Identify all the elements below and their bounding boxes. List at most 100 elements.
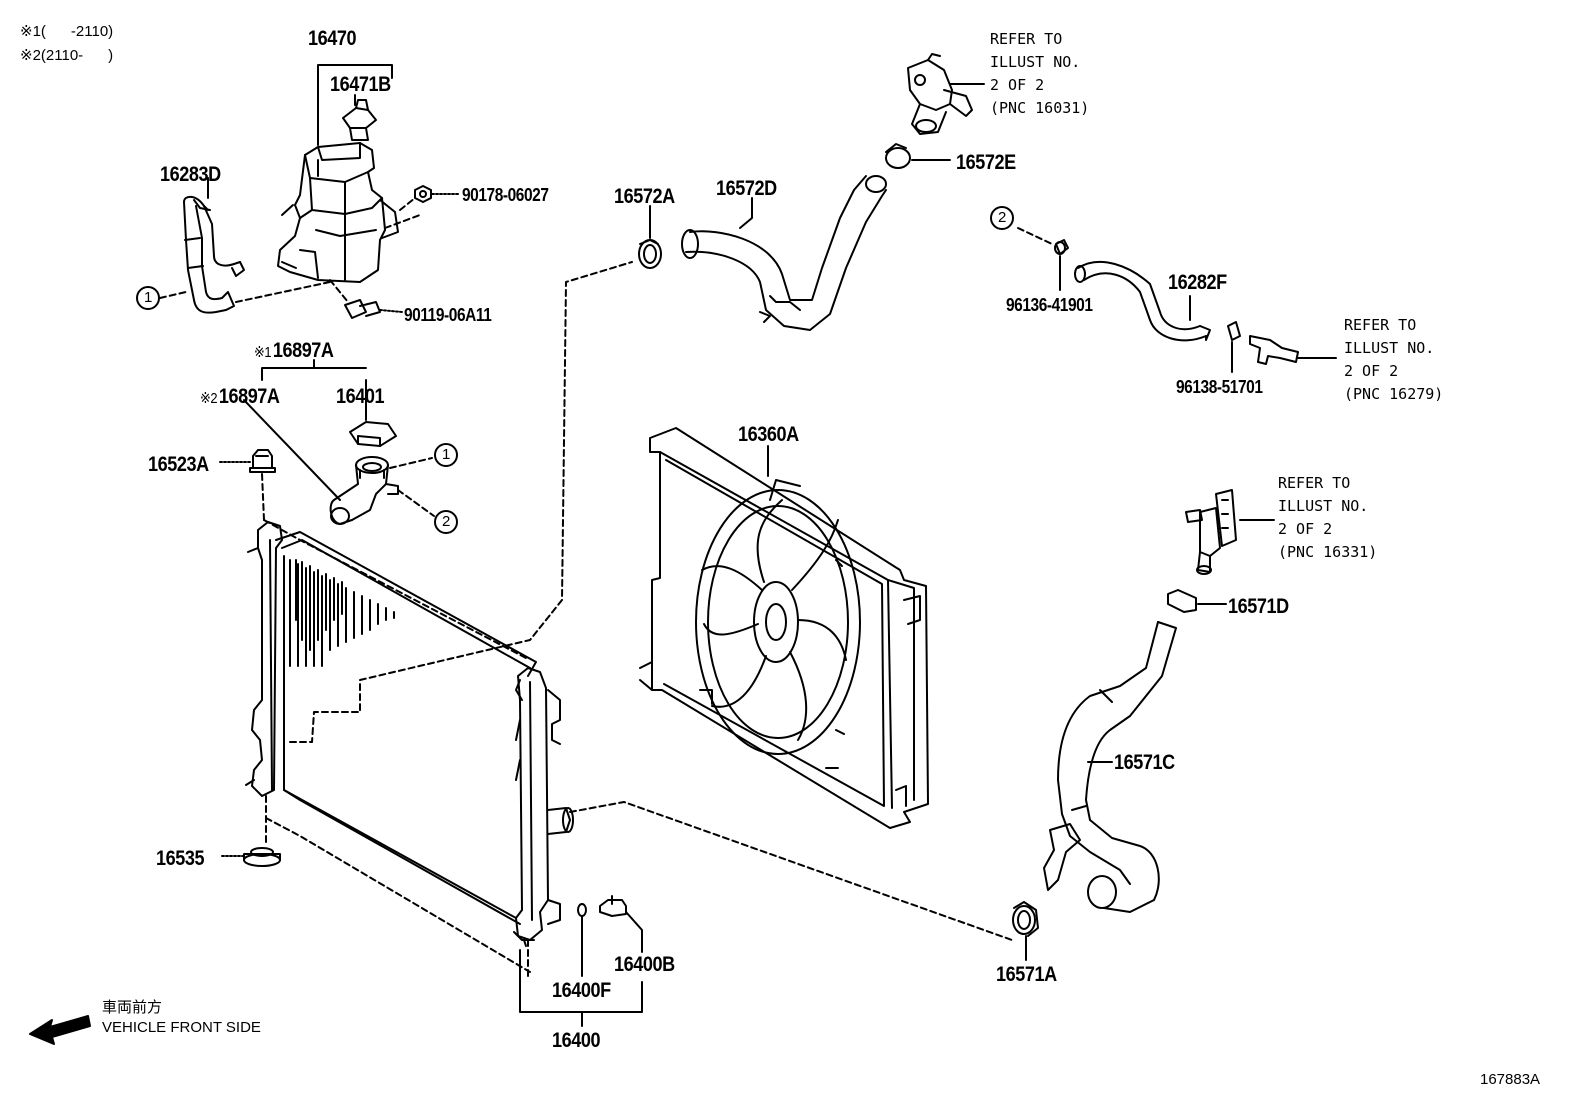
clamp-16571d-icon — [1167, 589, 1197, 613]
thermostat-housing-icon — [1185, 489, 1237, 575]
note-1-text: ( -2110) — [40, 23, 114, 40]
dash-c2-a — [1017, 227, 1053, 245]
plug-16523a-icon — [249, 449, 276, 473]
label-16283d[interactable]: 16283D — [160, 163, 221, 186]
label-16535[interactable]: 16535 — [156, 847, 205, 870]
label-96136-41901[interactable]: 96136-41901 — [1006, 295, 1093, 315]
upper-hose-icon — [681, 175, 887, 331]
drain-cock-16400b-icon — [599, 895, 627, 917]
label-90119-06a11[interactable]: 90119-06A11 — [404, 305, 492, 325]
note-1-mark: ※1 — [20, 23, 41, 40]
label-16471b[interactable]: 16471B — [330, 73, 391, 96]
refer-3-line4[interactable]: (PNC 16331) — [1278, 543, 1378, 561]
dash-90178 — [384, 197, 421, 229]
refer-note-pnc16279: REFER TO ILLUST NO. 2 OF 2 (PNC 16279) — [1344, 314, 1443, 406]
o-ring-16400f-icon — [577, 903, 587, 917]
refer-3-line3: 2 OF 2 — [1278, 520, 1333, 538]
note-1: ※1( -2110) — [20, 24, 113, 39]
clamp-16572e-icon — [885, 143, 911, 169]
ref-circle-1b — [434, 443, 458, 467]
label-16571c[interactable]: 16571C — [1114, 751, 1175, 774]
label-16897a-1-text: 16897A — [272, 339, 334, 362]
refer-2-line1: REFER TO — [1344, 316, 1417, 334]
water-inlet-icon — [907, 53, 973, 135]
note-2: ※2(2110- ) — [20, 48, 113, 63]
dash-c1-b — [389, 457, 433, 469]
label-16572e[interactable]: 16572E — [956, 151, 1016, 174]
ref-circle-2a — [990, 206, 1014, 230]
refer-1-line2: ILLUST NO. — [990, 53, 1081, 71]
filler-neck-icon — [329, 456, 399, 525]
leader-16400b — [625, 911, 643, 953]
label-16897a-2-text: 16897A — [218, 385, 280, 408]
label-16897a-2[interactable]: ※216897A — [200, 386, 280, 407]
note-2-text: (2110- ) — [40, 47, 114, 64]
leader-16897a-2 — [243, 399, 341, 501]
nut-90178-icon — [414, 185, 432, 203]
label-16572a[interactable]: 16572A — [614, 185, 675, 208]
label-16400f[interactable]: 16400F — [552, 979, 611, 1002]
radiator-icon — [245, 521, 574, 947]
label-16571d[interactable]: 16571D — [1228, 595, 1289, 618]
refer-2-line3: 2 OF 2 — [1344, 362, 1399, 380]
dash-hose-upper — [289, 261, 633, 743]
drain-plug-16535-icon — [243, 847, 281, 867]
label-16470[interactable]: 16470 — [308, 27, 357, 50]
refer-3-line1: REFER TO — [1278, 474, 1351, 492]
clamp-16572a-icon — [638, 239, 662, 269]
label-90178-06027[interactable]: 90178-06027 — [462, 185, 549, 205]
refer-2-line4[interactable]: (PNC 16279) — [1344, 385, 1444, 403]
dash-radiator-top — [263, 519, 527, 659]
clamp-16571a-icon — [1012, 901, 1039, 937]
leader-16470 — [317, 64, 393, 146]
ref-circle-1a — [136, 286, 160, 310]
fan-shroud-icon — [639, 427, 929, 829]
fan-blades-icon — [695, 479, 861, 755]
ref-circle-2b-label: 2 — [442, 513, 451, 530]
refer-1-line3: 2 OF 2 — [990, 76, 1045, 94]
label-16523a[interactable]: 16523A — [148, 453, 209, 476]
ref-circle-1a-label: 1 — [144, 289, 153, 306]
leader-16897a — [261, 359, 367, 381]
ref-circle-1b-label: 1 — [442, 446, 451, 463]
refer-note-pnc16331: REFER TO ILLUST NO. 2 OF 2 (PNC 16331) — [1278, 472, 1377, 564]
hose-16283d-icon — [183, 195, 245, 314]
label-96138-51701[interactable]: 96138-51701 — [1176, 377, 1263, 397]
label-16400b[interactable]: 16400B — [614, 953, 675, 976]
note-2-mark: ※2 — [20, 47, 41, 64]
vehicle-front-jp: 車両前方 — [102, 999, 163, 1016]
clip-96138-icon — [1227, 321, 1241, 341]
leader-90119 — [379, 309, 403, 313]
dash-90119 — [329, 279, 349, 303]
dash-hose-lower — [569, 801, 1013, 941]
reservoir-cap-icon — [342, 99, 377, 141]
vehicle-front-en: VEHICLE FRONT SIDE — [102, 1019, 261, 1036]
refer-1-line1: REFER TO — [990, 30, 1063, 48]
dash-radiator-bottom — [265, 817, 531, 973]
dash-c2-b — [397, 489, 435, 517]
refer-1-line4[interactable]: (PNC 16031) — [990, 99, 1090, 117]
ref-circle-2a-label: 2 — [998, 209, 1007, 226]
bolt-90119-icon — [344, 299, 381, 319]
label-16572d[interactable]: 16572D — [716, 177, 777, 200]
lower-hose-icon — [1043, 621, 1177, 913]
mark-1: ※1 — [254, 344, 272, 361]
mark-2: ※2 — [200, 390, 218, 407]
label-16400[interactable]: 16400 — [552, 1029, 601, 1052]
label-16897a-1[interactable]: ※116897A — [254, 340, 334, 361]
label-16571a[interactable]: 16571A — [996, 963, 1057, 986]
fitting-pnc16279-icon — [1249, 335, 1299, 365]
label-16360a[interactable]: 16360A — [738, 423, 799, 446]
reservoir-tank-icon — [277, 142, 399, 283]
label-16282f[interactable]: 16282F — [1168, 271, 1227, 294]
ref-circle-2b — [434, 510, 458, 534]
dash-16523a — [261, 473, 265, 521]
front-arrow-icon — [29, 1015, 91, 1045]
label-16401[interactable]: 16401 — [336, 385, 385, 408]
bypass-hose-icon — [1074, 260, 1211, 342]
refer-2-line2: ILLUST NO. — [1344, 339, 1435, 357]
refer-3-line2: ILLUST NO. — [1278, 497, 1369, 515]
clip-96136-icon — [1054, 239, 1069, 255]
